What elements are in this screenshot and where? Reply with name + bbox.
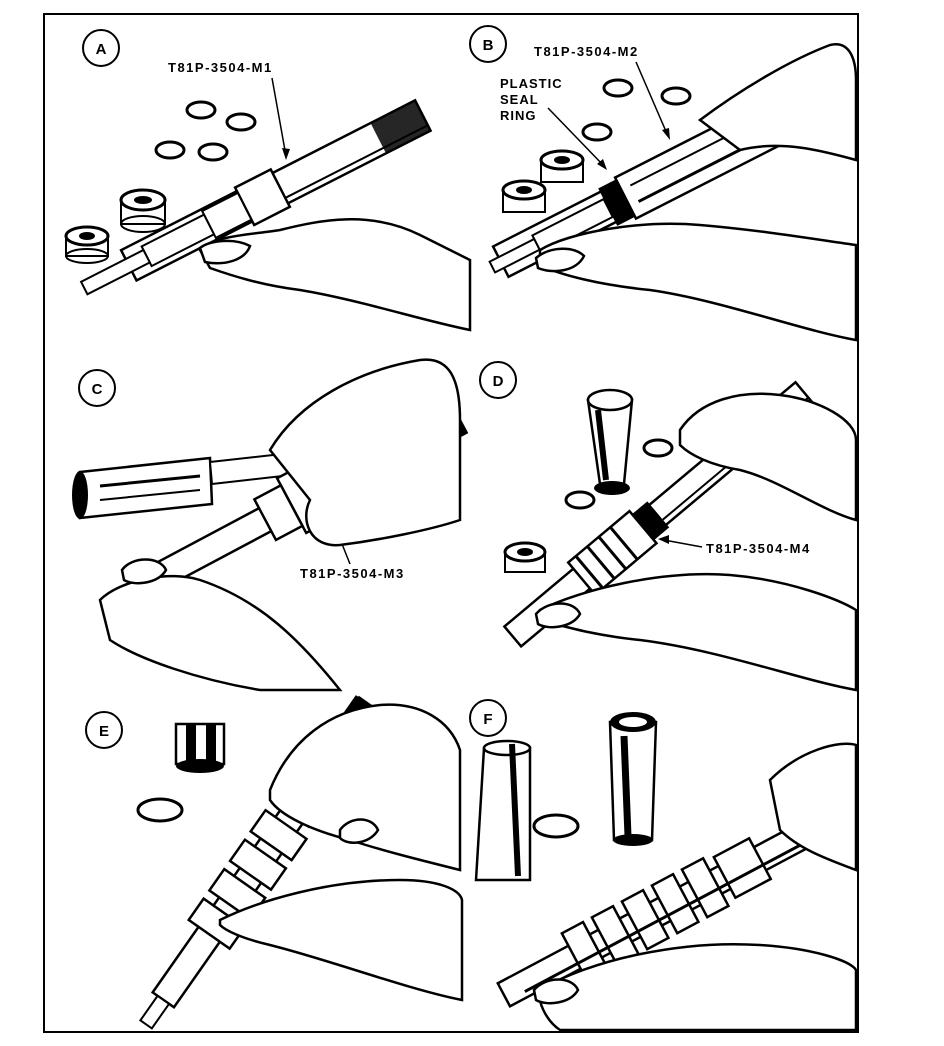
- panel-b-seal-leader: [547, 107, 605, 167]
- panel-b-callout-line-1: PLASTIC: [500, 76, 563, 91]
- panel-c-letter: C: [92, 381, 103, 398]
- panel-e-letter: E: [99, 723, 109, 740]
- hand: [697, 43, 858, 162]
- thumb: [534, 602, 582, 629]
- bushing: [503, 541, 547, 573]
- seal-ring: [225, 112, 257, 132]
- seal-ring: [660, 86, 692, 106]
- bushing: [539, 149, 585, 183]
- panel-c-part-number: T81P-3504-M3: [300, 566, 405, 581]
- installer-tool-assembly: [496, 798, 857, 1008]
- seal-ring: [185, 100, 217, 120]
- hand: [218, 878, 464, 1002]
- seal-ring: [581, 122, 613, 142]
- panel-f: F: [469, 699, 858, 1032]
- panel-a-letter: A: [96, 41, 107, 58]
- seal-ring: [136, 797, 184, 823]
- thumb: [532, 978, 580, 1005]
- panel-a-leader-line: [271, 77, 287, 157]
- thumb: [198, 239, 252, 265]
- seal-ring: [564, 490, 596, 510]
- panel-b-part-leader: [635, 61, 669, 137]
- thumb: [120, 558, 168, 585]
- driver-sleeve: [586, 388, 634, 495]
- panel-d-part-number: T81P-3504-M4: [706, 541, 811, 556]
- hand: [768, 742, 858, 872]
- panel-b-callout-line-3: RING: [500, 108, 537, 123]
- hand: [678, 392, 858, 522]
- panel-b-callout-line-2: SEAL: [500, 92, 539, 107]
- seal-ring: [154, 140, 186, 160]
- panel-f-letter-circle: [469, 699, 507, 737]
- panel-a-letter-circle: [82, 29, 120, 67]
- hand: [538, 222, 858, 342]
- panel-c-letter-circle: [78, 369, 116, 407]
- panel-d-leader-line: [663, 539, 703, 548]
- panel-b-letter: B: [483, 37, 494, 54]
- panel-a: A T81P-3504-M1: [64, 29, 472, 332]
- panel-f-letter: F: [483, 711, 492, 728]
- hand: [198, 218, 472, 332]
- panel-e-letter-circle: [85, 711, 123, 749]
- thumb: [338, 818, 380, 844]
- outer-frame: [43, 13, 859, 1033]
- panel-b: B T81P-3504-M2 PLASTIC SEAL RING: [469, 25, 858, 342]
- panel-e: E: [85, 695, 464, 1030]
- panel-d-letter-circle: [479, 361, 517, 399]
- hand: [268, 703, 462, 872]
- hand: [538, 943, 858, 1032]
- panel-b-letter-circle: [469, 25, 507, 63]
- bushing: [64, 225, 110, 264]
- panel-b-part-number: T81P-3504-M2: [534, 44, 639, 59]
- bushing: [119, 188, 167, 233]
- panel-a-part-number: T81P-3504-M1: [168, 60, 273, 75]
- driver-sleeve: [608, 712, 658, 846]
- hand: [98, 574, 343, 692]
- seal-ring: [642, 438, 674, 458]
- tapered-cone: [474, 739, 532, 882]
- hand: [268, 358, 462, 547]
- hand: [538, 573, 858, 692]
- panel-d: D T81P-3504-M4: [479, 361, 858, 692]
- panel-d-letter: D: [493, 373, 504, 390]
- driver-sleeve: [174, 722, 226, 773]
- thumb: [534, 247, 586, 273]
- seal-ring: [602, 78, 634, 98]
- bushing: [501, 179, 547, 213]
- seal-ring: [532, 813, 580, 839]
- panel-c: C T81P-3504-M3: [72, 358, 469, 692]
- installer-tool-m1: [79, 98, 433, 296]
- seal-ring: [197, 142, 229, 162]
